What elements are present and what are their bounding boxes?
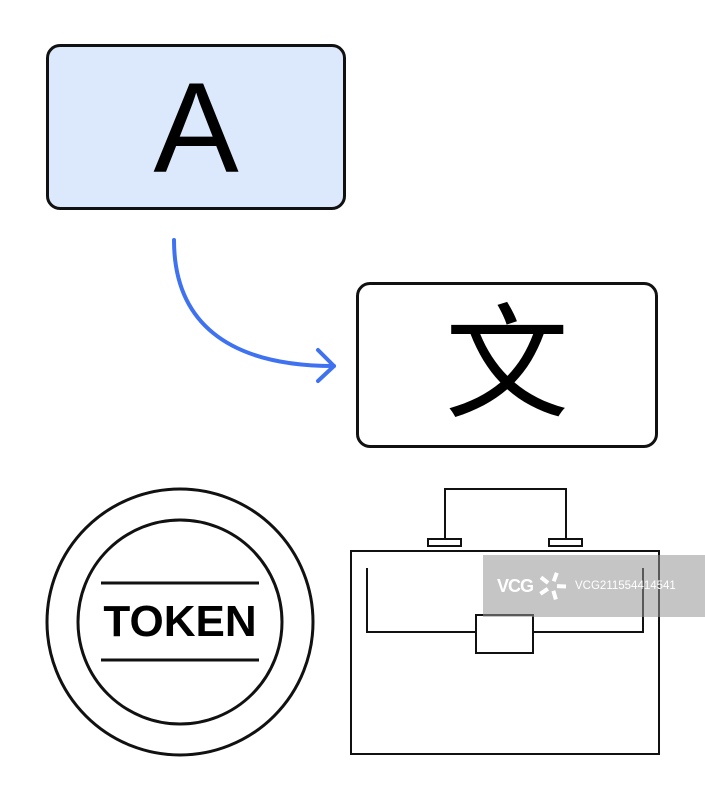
token-label: TOKEN bbox=[103, 597, 256, 646]
watermark-flower-icon bbox=[539, 572, 567, 601]
source-letter: A bbox=[153, 57, 239, 200]
curved-arrow-icon bbox=[172, 238, 336, 383]
watermark-id: VCG211554414541 bbox=[575, 580, 676, 592]
target-language-box: 文 bbox=[356, 282, 658, 448]
token-coin-icon: TOKEN bbox=[45, 487, 315, 757]
watermark-logo: VCG bbox=[497, 575, 534, 596]
target-glyph: 文 bbox=[444, 293, 569, 437]
briefcase-icon bbox=[350, 488, 660, 755]
source-language-box: A bbox=[46, 44, 346, 210]
watermark: VCG VCG211554414541 bbox=[483, 555, 705, 617]
